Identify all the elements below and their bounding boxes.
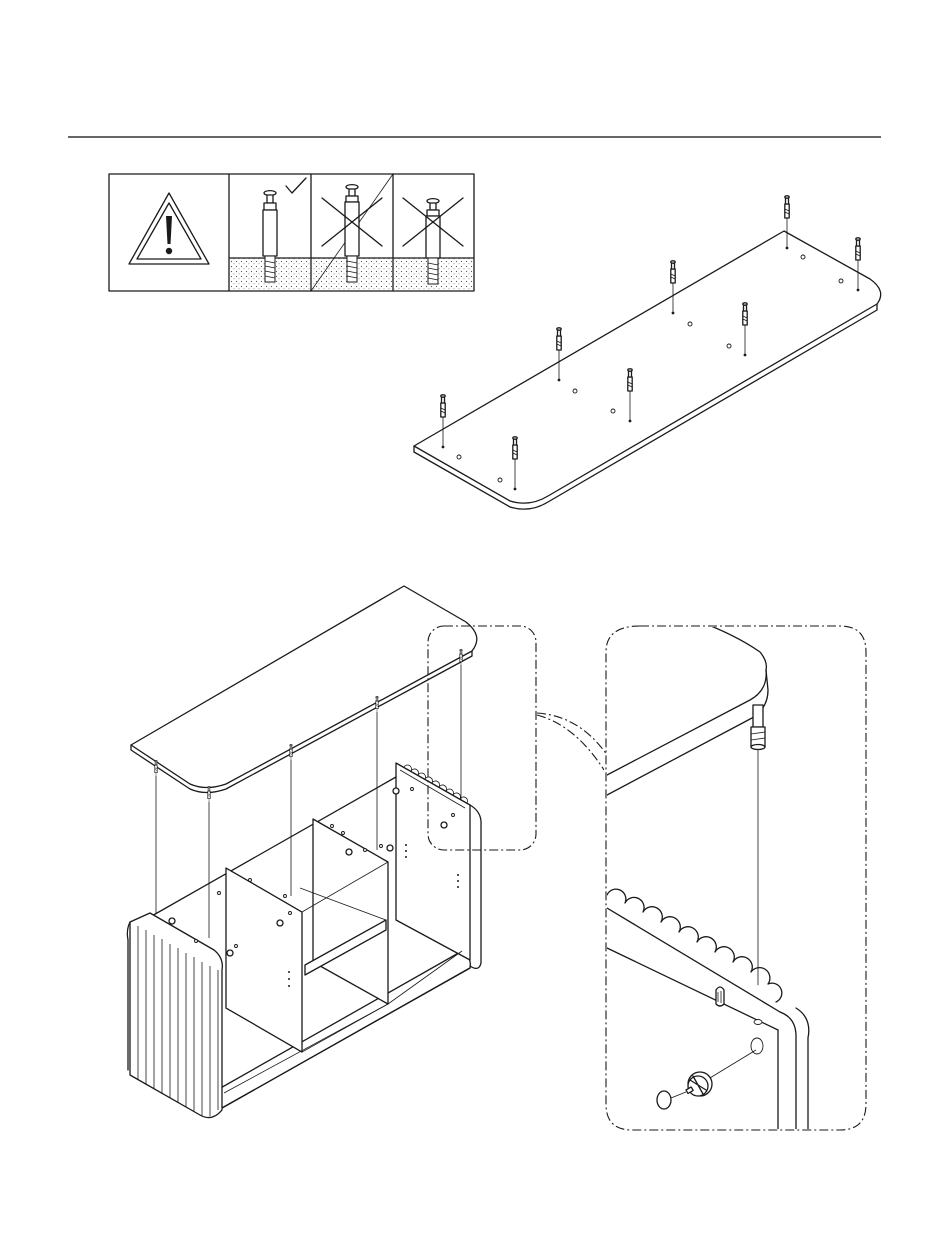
fluted-door-panel	[127, 913, 222, 1118]
callout-leader	[537, 713, 607, 755]
correct-bolt-depth-cell	[230, 178, 310, 290]
warning-triangle-icon	[129, 193, 209, 264]
cam-bolt-icon	[751, 705, 765, 750]
dowel-icon	[716, 987, 724, 1006]
warning-panel	[109, 174, 474, 291]
incorrect-bolt-depth-cell	[394, 198, 473, 290]
check-icon	[286, 178, 306, 193]
cabinet-top-panel	[131, 586, 477, 788]
top-panel-drawing	[414, 196, 881, 509]
detail-view	[606, 626, 866, 1130]
cam-lock-cover-icon	[657, 1091, 671, 1109]
cabinet-assembly-drawing	[127, 586, 481, 1118]
incorrect-bolt-depth-cell	[311, 174, 393, 291]
